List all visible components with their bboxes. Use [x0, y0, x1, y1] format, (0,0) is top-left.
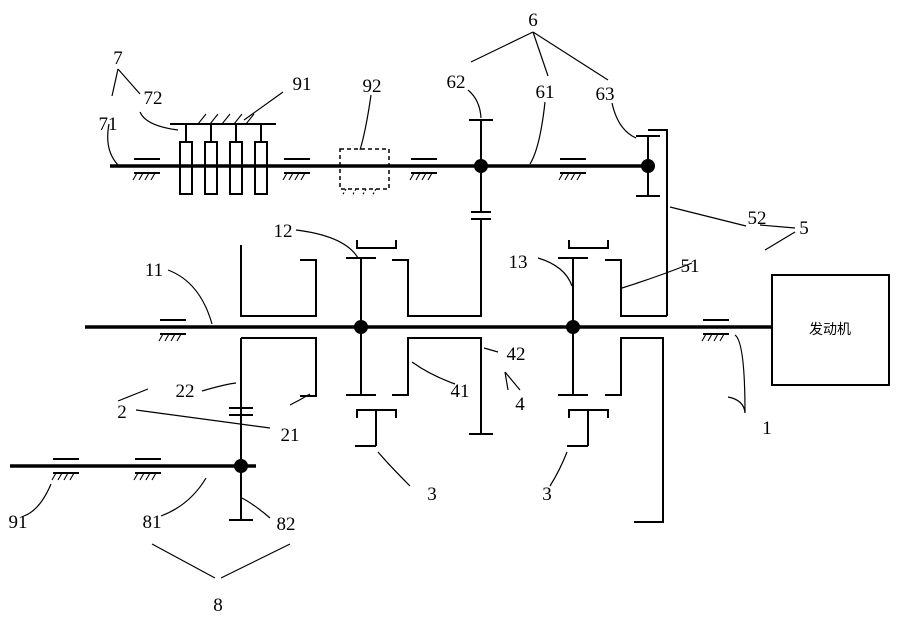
label-41: 41	[451, 381, 470, 402]
label-1: 1	[762, 418, 772, 439]
label-8: 8	[213, 595, 223, 616]
label-2: 2	[117, 402, 127, 423]
label-51: 51	[681, 256, 700, 277]
label-72: 72	[144, 88, 163, 109]
label-7: 7	[113, 48, 123, 69]
gear-82-node	[234, 459, 248, 473]
label-42: 42	[507, 344, 526, 365]
gear-21-lower	[241, 338, 316, 396]
label-62: 62	[447, 72, 466, 93]
bearing-upper-4	[559, 159, 586, 180]
gear-52-arm	[648, 130, 667, 316]
gear-51-upper	[605, 260, 667, 316]
label-91-top: 91	[293, 74, 312, 95]
sync-13-top-sleeve	[569, 240, 608, 248]
sync-12-node	[354, 320, 368, 334]
leader-lines	[24, 32, 795, 578]
label-13: 13	[509, 252, 528, 273]
label-61: 61	[536, 82, 555, 103]
label-3-right: 3	[542, 484, 552, 505]
label-91-bottom: 91	[9, 512, 28, 533]
label-4: 4	[515, 394, 525, 415]
bearing-lower-2	[134, 459, 161, 480]
bearing-upper-1	[133, 159, 160, 180]
bearing-main-right	[702, 320, 729, 341]
bearing-upper-2	[283, 159, 310, 180]
label-71: 71	[99, 114, 118, 135]
label-12: 12	[274, 221, 293, 242]
optional-device-92	[340, 149, 389, 196]
bearing-upper-3	[410, 159, 437, 180]
label-11: 11	[145, 260, 163, 281]
gear-51-lower	[605, 338, 663, 522]
engine-label: 发动机	[809, 322, 851, 338]
label-52: 52	[748, 208, 767, 229]
bearing-main-left	[159, 320, 186, 341]
label-92: 92	[363, 76, 382, 97]
sync-12-top-sleeve	[357, 240, 396, 248]
gear-41-upper	[392, 220, 481, 316]
label-3-left: 3	[427, 484, 437, 505]
brake-7	[170, 114, 276, 194]
bearing-lower-1	[52, 459, 79, 480]
label-6: 6	[528, 10, 538, 31]
label-81: 81	[143, 512, 162, 533]
label-82: 82	[277, 514, 296, 535]
gear-21-upper	[241, 245, 316, 316]
label-21: 21	[281, 425, 300, 446]
label-5: 5	[799, 218, 809, 239]
label-22: 22	[176, 381, 195, 402]
label-63: 63	[596, 84, 615, 105]
sync-13-node	[566, 320, 580, 334]
